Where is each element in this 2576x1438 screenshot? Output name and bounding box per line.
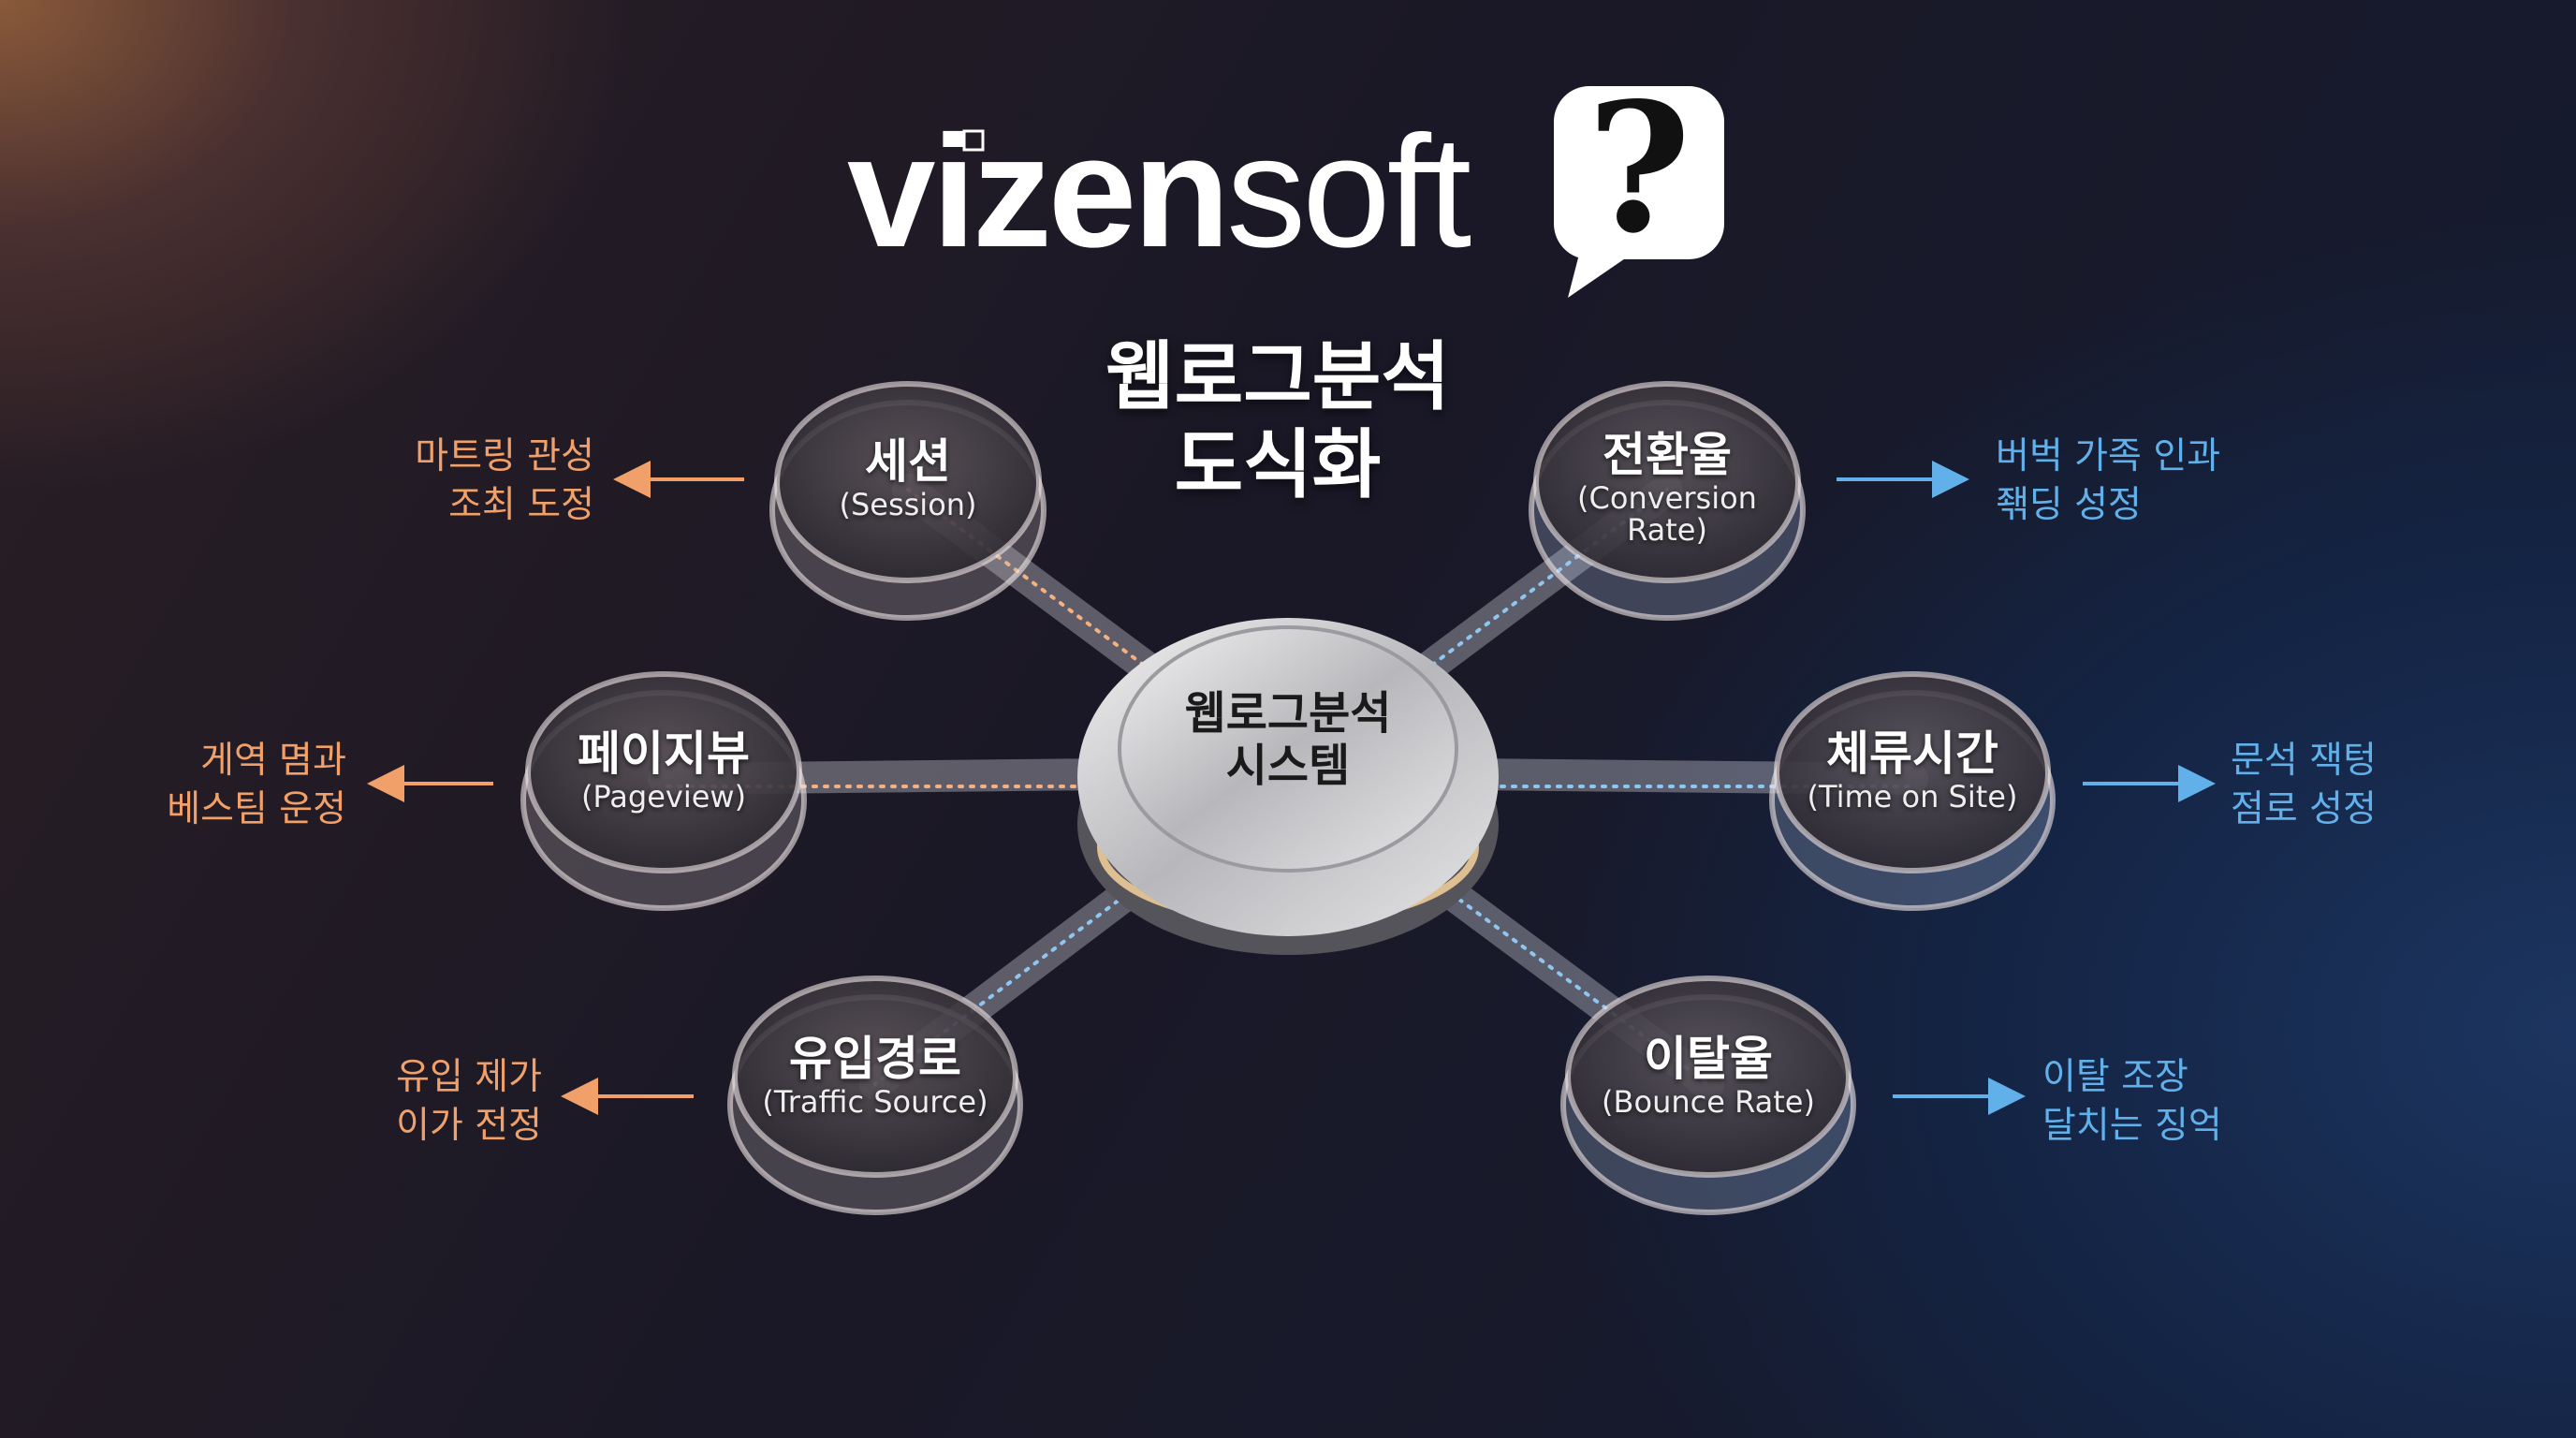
logo: vizensoft [847, 103, 1471, 281]
arrows [367, 461, 2216, 1115]
central-hub [1077, 618, 1499, 955]
logo-dot-square [962, 129, 985, 152]
node-bounce-rate: 이탈율(Bounce Rate) [1602, 1032, 1815, 1120]
node-traffic-source: 유입경로(Traffic Source) [762, 1032, 988, 1120]
node-disks [520, 381, 2056, 1215]
logo-question-mark: ? [1587, 64, 1691, 272]
node-conversion-rate: 전환율(Conversion Rate) [1577, 428, 1757, 548]
node-time-on-site: 체류시간(Time on Site) [1807, 726, 2018, 814]
node-pageview: 페이지뷰(Pageview) [578, 726, 750, 814]
question-bubble-icon [1554, 86, 1724, 298]
node-session: 세션(Session) [839, 434, 977, 522]
